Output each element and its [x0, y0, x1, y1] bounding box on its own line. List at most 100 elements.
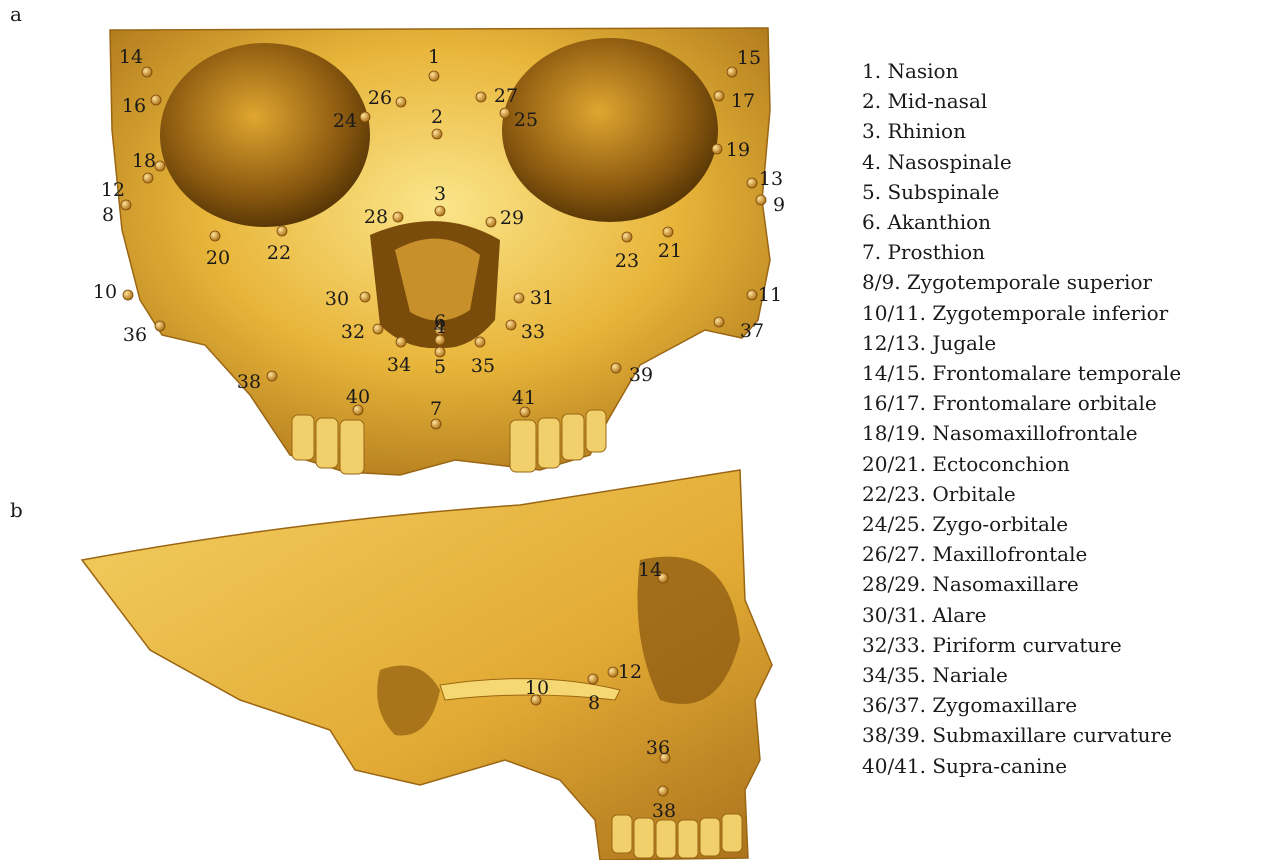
landmark-label: 13 [759, 168, 783, 190]
landmark-label: 14 [119, 46, 143, 68]
landmark-label: 16 [122, 95, 146, 117]
legend-item: 36/37. Zygomaxillare [862, 690, 1181, 720]
legend-item: 16/17. Frontomalare orbitale [862, 388, 1181, 418]
landmark-label: 40 [346, 386, 370, 408]
landmark-point [396, 337, 406, 347]
landmark-label: 12 [618, 661, 642, 683]
skull-illustration: 1234567891011121314151617181920212223242… [0, 0, 850, 860]
landmark-label: 24 [333, 110, 357, 132]
landmark-label: 32 [341, 321, 365, 343]
landmark-label: 9 [773, 194, 785, 216]
legend-item: 10/11. Zygotemporale inferior [862, 298, 1181, 328]
landmark-point [155, 321, 165, 331]
landmark-point [155, 161, 165, 171]
legend-item: 6. Akanthion [862, 207, 1181, 237]
landmark-label: 8 [102, 204, 114, 226]
legend-item: 4. Nasospinale [862, 147, 1181, 177]
landmark-label: 33 [521, 321, 545, 343]
landmark-label: 18 [132, 150, 156, 172]
landmark-point [486, 217, 496, 227]
landmark-point [756, 195, 766, 205]
legend-item: 1. Nasion [862, 56, 1181, 86]
landmark-label: 1 [428, 46, 440, 68]
landmark-label: 10 [525, 677, 549, 699]
landmark-point [143, 173, 153, 183]
landmark-label: 21 [658, 240, 682, 262]
legend-item: 22/23. Orbitale [862, 479, 1181, 509]
landmark-point [435, 206, 445, 216]
landmark-point [142, 67, 152, 77]
landmark-point [210, 231, 220, 241]
legend-item: 24/25. Zygo-orbitale [862, 509, 1181, 539]
landmark-label: 29 [500, 207, 524, 229]
landmark-label: 15 [737, 47, 761, 69]
landmark-point [714, 91, 724, 101]
landmark-label: 27 [494, 85, 518, 107]
landmark-label: 38 [237, 371, 261, 393]
landmark-point [500, 108, 510, 118]
landmark-point [588, 674, 598, 684]
legend-item: 28/29. Nasomaxillare [862, 569, 1181, 599]
legend-item: 32/33. Piriform curvature [862, 630, 1181, 660]
landmark-point [608, 667, 618, 677]
landmark-label: 14 [638, 559, 662, 581]
landmark-point [121, 200, 131, 210]
landmark-point [475, 337, 485, 347]
landmark-label: 38 [652, 800, 676, 822]
landmark-label: 25 [514, 109, 538, 131]
legend-item: 30/31. Alare [862, 600, 1181, 630]
landmark-label: 39 [629, 364, 653, 386]
landmark-point [514, 293, 524, 303]
landmark-label: 12 [101, 179, 125, 201]
legend-item: 18/19. Nasomaxillofrontale [862, 418, 1181, 448]
legend-item: 20/21. Ectoconchion [862, 449, 1181, 479]
landmark-label: 3 [434, 183, 446, 205]
landmark-label: 36 [123, 324, 147, 346]
landmark-point [506, 320, 516, 330]
landmark-label: 28 [364, 206, 388, 228]
landmark-label: 31 [530, 287, 554, 309]
landmark-point [396, 97, 406, 107]
landmark-label: 23 [615, 250, 639, 272]
landmark-point [712, 144, 722, 154]
landmark-label: 34 [387, 354, 411, 376]
landmark-label: 35 [471, 355, 495, 377]
landmark-label: 41 [512, 387, 536, 409]
legend-item: 3. Rhinion [862, 116, 1181, 146]
landmark-point [611, 363, 621, 373]
legend-item: 5. Subspinale [862, 177, 1181, 207]
landmark-label: 8 [588, 692, 600, 714]
landmark-point [747, 178, 757, 188]
landmark-point [435, 335, 445, 345]
landmark-label: 36 [646, 737, 670, 759]
landmark-label: 19 [726, 139, 750, 161]
legend-item: 14/15. Frontomalare temporale [862, 358, 1181, 388]
landmark-label: 6 [434, 311, 446, 333]
landmark-point [727, 67, 737, 77]
landmark-point [360, 112, 370, 122]
landmark-label: 11 [758, 284, 782, 306]
landmark-point [267, 371, 277, 381]
landmark-point [663, 227, 673, 237]
landmark-point [429, 71, 439, 81]
landmark-legend: 1. Nasion2. Mid-nasal3. Rhinion4. Nasosp… [862, 56, 1181, 781]
legend-item: 2. Mid-nasal [862, 86, 1181, 116]
legend-item: 40/41. Supra-canine [862, 751, 1181, 781]
landmark-point [432, 129, 442, 139]
landmark-label: 2 [431, 106, 443, 128]
landmark-label: 17 [731, 90, 755, 112]
landmark-point [658, 786, 668, 796]
landmark-label: 10 [93, 281, 117, 303]
legend-item: 38/39. Submaxillare curvature [862, 720, 1181, 750]
landmark-label: 5 [434, 356, 446, 378]
landmark-point [393, 212, 403, 222]
landmark-point [360, 292, 370, 302]
legend-item: 34/35. Nariale [862, 660, 1181, 690]
landmark-point [747, 290, 757, 300]
landmark-point [151, 95, 161, 105]
landmark-point [622, 232, 632, 242]
legend-item: 8/9. Zygotemporale superior [862, 267, 1181, 297]
landmark-point [476, 92, 486, 102]
legend-item: 12/13. Jugale [862, 328, 1181, 358]
legend-item: 26/27. Maxillofrontale [862, 539, 1181, 569]
